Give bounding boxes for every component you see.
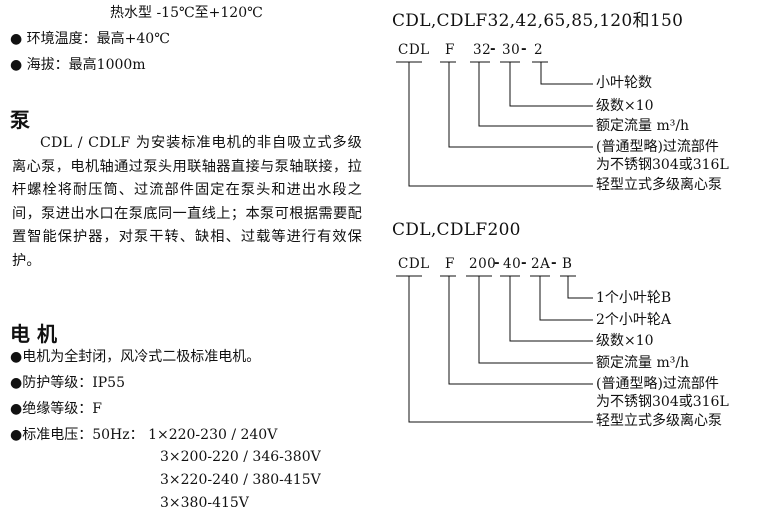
d2-code-f: F: [445, 256, 455, 272]
voltage-option: 3×220-240 / 380-415V: [160, 472, 321, 488]
spec-text: 电机为全封闭，风冷式二极标准电机。: [22, 349, 261, 365]
d2-label-stages: 级数×10: [596, 333, 654, 349]
spec-text: 环境温度：最高+40℃: [22, 31, 170, 47]
d2-code-cdl: CDL: [398, 256, 430, 272]
d2-code-impellers: 2A: [531, 256, 551, 272]
d1-label-pump-type: 轻型立式多级离心泵: [596, 177, 722, 193]
motor-spec-enclosure: ●电机为全封闭，风冷式二极标准电机。: [10, 348, 260, 366]
d1-code-dash: -: [490, 41, 497, 57]
d2-label-flow: 额定流量 m³/h: [596, 355, 690, 371]
d2-label-material-2: 为不锈钢304或316L: [596, 394, 729, 410]
d2-code-dash: -: [521, 255, 528, 271]
d1-code-f: F: [445, 42, 455, 58]
d2-code-impeller-b: B: [562, 256, 573, 272]
bullet-icon: ●: [10, 349, 23, 365]
motor-heading: 电 机: [10, 322, 57, 346]
spec-text: 海拔：最高1000m: [22, 57, 146, 73]
bullet-icon: ●: [10, 427, 23, 443]
voltage-option: 3×380-415V: [160, 495, 249, 511]
d1-code-flow: 32: [473, 42, 492, 58]
d2-label-material-1: (普通型略)过流部件: [596, 376, 719, 392]
motor-spec-protection: ●防护等级：IP55: [10, 374, 125, 392]
d1-connectors: [396, 61, 593, 187]
d2-label-pump-type: 轻型立式多级离心泵: [596, 413, 722, 429]
d2-label-impeller-b: 1个小叶轮B: [596, 290, 672, 306]
motor-spec-insulation: ●绝缘等级：F: [10, 400, 102, 418]
spec-text: 标准电压：50Hz： 1×220-230 / 240V: [22, 427, 278, 443]
d2-code-stages: 40: [503, 256, 522, 272]
d2-label-impeller-a: 2个小叶轮A: [596, 312, 672, 328]
d1-label-flow: 额定流量 m³/h: [596, 118, 690, 134]
pump-description: CDL / CDLF 为安装标准电机的非自吸立式多级离心泵，电机轴通过泵头用联轴…: [12, 135, 362, 269]
d1-code-stages: 30: [502, 42, 521, 58]
d1-code-cdl: CDL: [398, 42, 430, 58]
bullet-icon: ●: [10, 57, 23, 73]
spec-text: 防护等级：IP55: [22, 375, 125, 391]
d1-label-material-1: (普通型略)过流部件: [596, 139, 719, 155]
diagram1-title: CDL,CDLF32,42,65,85,120和150: [392, 11, 684, 31]
spec-text: 绝缘等级：F: [22, 401, 102, 417]
pump-heading: 泵: [10, 108, 30, 132]
d1-label-stages: 级数×10: [596, 98, 654, 114]
d1-label-material-2: 为不锈钢304或316L: [596, 157, 729, 173]
d1-label-impeller-count: 小叶轮数: [596, 75, 652, 91]
bullet-icon: ●: [10, 401, 23, 417]
spec-ambient-temp: ● 环境温度：最高+40℃: [10, 30, 170, 48]
d1-code-dash: -: [521, 41, 528, 57]
diagram2-title: CDL,CDLF200: [392, 220, 521, 240]
voltage-option: 3×200-220 / 346-380V: [160, 449, 321, 465]
spec-altitude: ● 海拔：最高1000m: [10, 56, 146, 74]
d2-code-dash: -: [494, 255, 501, 271]
motor-spec-voltage: ●标准电压：50Hz： 1×220-230 / 240V: [10, 426, 277, 444]
d2-code-flow: 200: [469, 256, 497, 272]
d2-connectors: [396, 275, 593, 423]
bullet-icon: ●: [10, 375, 23, 391]
bullet-icon: ●: [10, 31, 23, 47]
hot-water-spec: 热水型 -15℃至+120℃: [110, 5, 263, 21]
d1-code-impellers: 2: [534, 42, 544, 58]
d2-code-dash: -: [551, 255, 558, 271]
